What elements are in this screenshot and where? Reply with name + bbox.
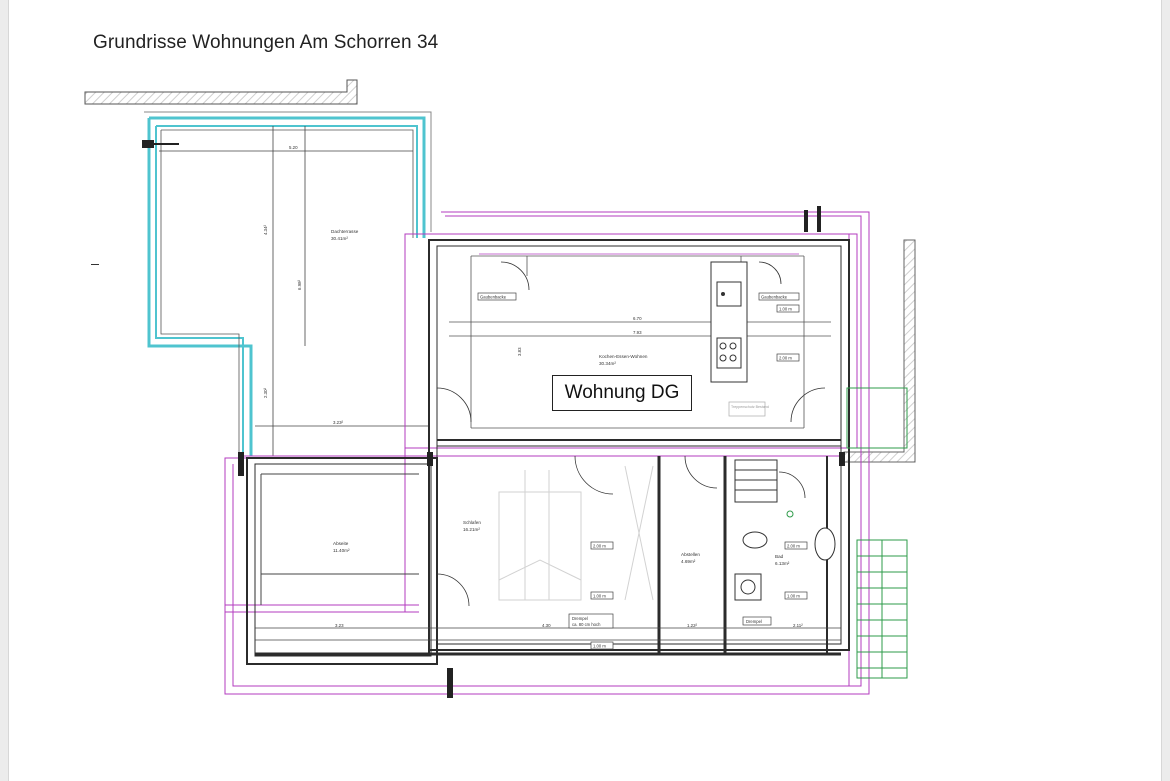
dim-terrace-height-b: 6.98² (297, 279, 302, 290)
room-bad-name: Bad (775, 554, 784, 559)
dim-terrace-height-a: 4.34² (263, 224, 268, 235)
height-mark-1: 1.00 m (779, 307, 792, 312)
outline-lines (224, 211, 870, 695)
posts (238, 206, 845, 698)
height-mark-6: 1.00 m (787, 594, 800, 599)
room-abseite-area: 11.40m² (333, 548, 350, 553)
height-mark-2: 2.00 m (779, 356, 792, 361)
drempel-2-label: Drempel (746, 619, 762, 624)
stair-note: Treppenschutz Bestand (731, 405, 769, 409)
dim-bottom-left: 3.23 (335, 623, 344, 628)
dim-living-depth: 3.83 (517, 347, 522, 356)
floor-plan: Dachterrasse 30.41m² Kochen-Essen-Wohnen… (84, 79, 916, 698)
margin-mark (91, 264, 99, 265)
document-sheet: Grundrisse Wohnungen Am Schorren 34 (8, 0, 1162, 781)
bath-fixtures (734, 459, 836, 601)
room-kochen-name: Kochen-Essen-Wohnen (599, 354, 648, 359)
kitchen-unit (710, 261, 748, 383)
dimension-labels: 5.20 4.34² 6.98² 2.30² 3.23² 6.70 7.93 3… (263, 145, 803, 628)
room-abstellen-area: 4.69m² (681, 559, 696, 564)
height-mark-3: 2.00 m (593, 544, 606, 549)
room-labels: Dachterrasse 30.41m² Kochen-Essen-Wohnen… (331, 229, 790, 566)
gaube-left-label: Gaubenbacke (480, 295, 507, 300)
height-mark-4: 1.00 m (593, 594, 606, 599)
height-mark-7: 1.00 m (593, 644, 606, 649)
dim-terrace-bottom: 3.23² (333, 420, 344, 425)
neighbour-wall (84, 79, 358, 105)
bottom-dims (255, 627, 841, 641)
room-schlafen-name: Schlafen (463, 520, 481, 525)
dim-terrace-width: 5.20 (289, 145, 298, 150)
dim-living-inner: 6.70 (633, 316, 642, 321)
document-title: Grundrisse Wohnungen Am Schorren 34 (93, 32, 439, 53)
terrace-outline (142, 111, 432, 456)
room-schlafen-area: 16.21m² (463, 527, 480, 532)
dim-bottom-bath: 2.11² (793, 623, 803, 628)
bed-outline (498, 465, 654, 601)
room-abstellen-name: Abstellen (681, 552, 700, 557)
dim-living-outer: 7.93 (633, 330, 642, 335)
unit-label-box: Wohnung DG (552, 375, 692, 411)
drempel-1-note: ca. 80 cm hoch (572, 622, 601, 627)
dim-terrace-lower: 2.30² (263, 387, 268, 398)
room-dachterrasse-name: Dachterrasse (331, 229, 359, 234)
dim-bottom-store: 1.22² (687, 623, 698, 628)
dim-bottom-mid: 4.30 (542, 623, 551, 628)
external-stair (846, 387, 908, 679)
height-mark-5: 2.00 m (787, 544, 800, 549)
room-bad-area: 6.13m² (775, 561, 790, 566)
gaube-right-label: Gaubenbacke (761, 295, 788, 300)
room-dachterrasse-area: 30.41m² (331, 236, 348, 241)
unit-label: Wohnung DG (564, 382, 680, 403)
neighbour-wall-right (843, 239, 916, 463)
room-abseite-name: Abseite (333, 541, 349, 546)
tag-boxes: Gaubenbacke Gaubenbacke 1.00 m 2.00 m 2.… (477, 292, 808, 650)
door-swings (436, 261, 826, 607)
room-kochen-area: 30.34m² (599, 361, 616, 366)
drempel-1-label: Drempel (572, 616, 588, 621)
